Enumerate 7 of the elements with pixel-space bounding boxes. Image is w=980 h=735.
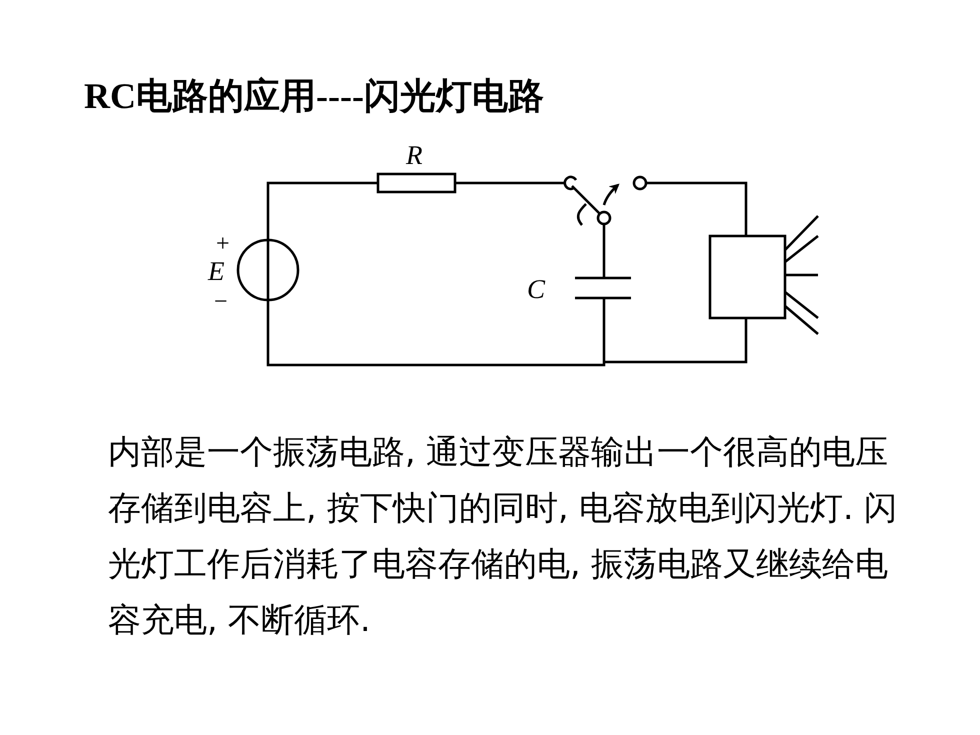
- polarity-sign: +: [216, 232, 230, 256]
- component-label: R: [406, 142, 422, 169]
- polarity-sign: −: [214, 290, 228, 314]
- component-label: E: [208, 258, 224, 285]
- description-paragraph: 内部是一个振荡电路, 通过变压器输出一个很高的电压存储到电容上, 按下快门的同时, 电容放电到闪光灯. 闪光灯工作后消耗了电容存储的电, 振荡电路又继续给电容充电, 不断循环.: [108, 431, 898, 641]
- component-label: C: [527, 276, 546, 303]
- title: RC电路的应用----闪光灯电路: [84, 75, 544, 118]
